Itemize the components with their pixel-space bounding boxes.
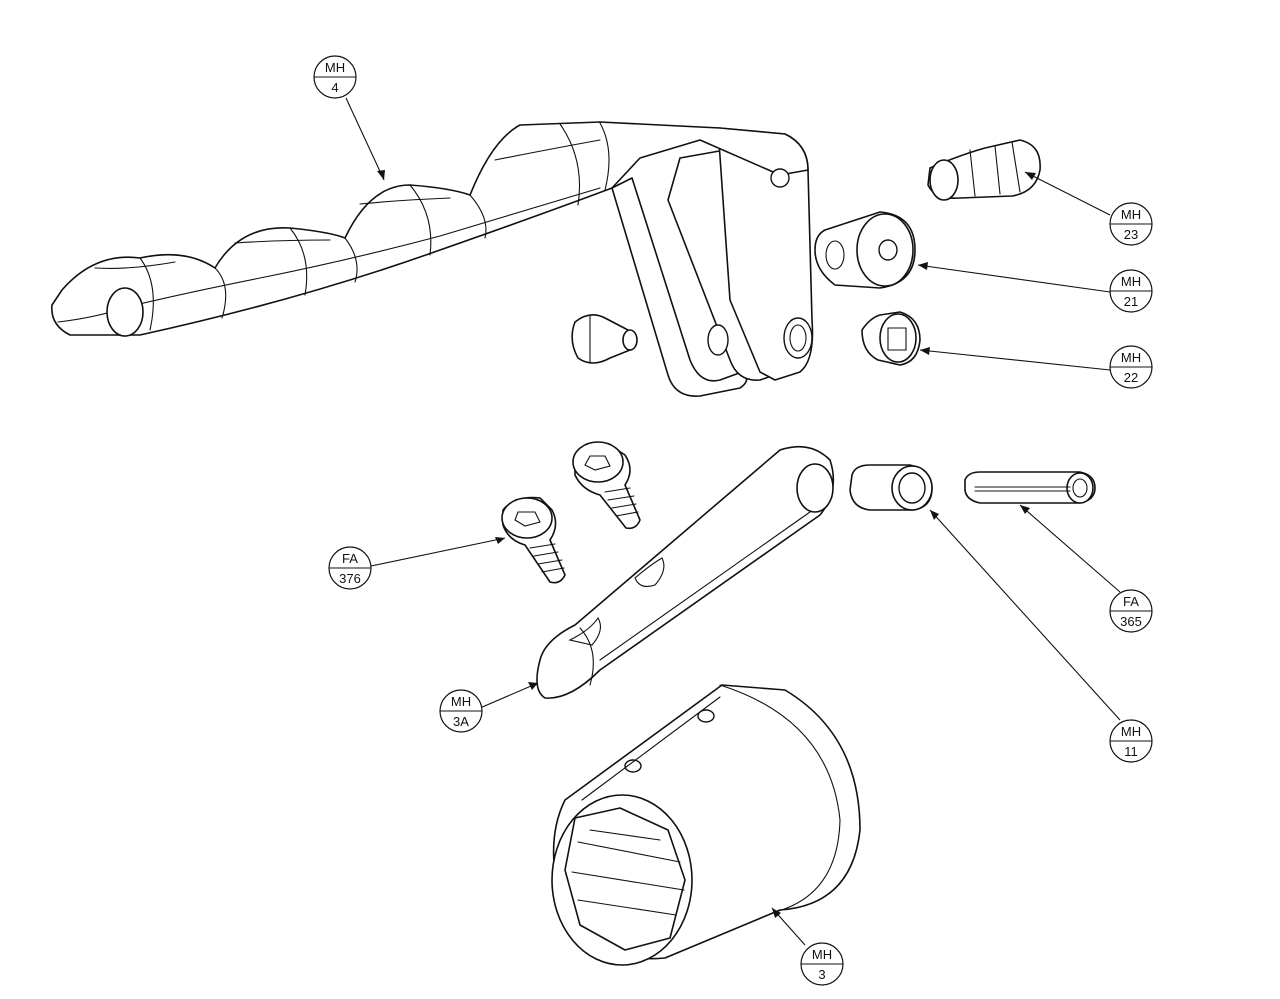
callout-mh-4: MH 4 xyxy=(313,55,357,99)
quick-release-pin xyxy=(927,139,1041,201)
callout-prefix: MH xyxy=(812,947,832,962)
callout-prefix: FA xyxy=(342,551,358,566)
callout-prefix: FA xyxy=(1123,594,1139,609)
callout-prefix: MH xyxy=(1121,350,1141,365)
shoulder-bolt-right xyxy=(861,311,921,366)
callout-mh-11: MH 11 xyxy=(1109,719,1153,763)
callout-prefix: MH xyxy=(1121,274,1141,289)
cam-shaft xyxy=(536,445,835,699)
callout-prefix: MH xyxy=(451,694,471,709)
callout-mh-3a: MH 3A xyxy=(439,689,483,733)
shoulder-bolt-left xyxy=(571,314,638,364)
callout-mh-21: MH 21 xyxy=(1109,269,1153,313)
callout-mh-3: MH 3 xyxy=(800,942,844,986)
callout-number: 3 xyxy=(818,967,825,982)
callout-fa-365: FA 365 xyxy=(1109,589,1153,633)
leader-lines xyxy=(345,97,1121,946)
callout-prefix: MH xyxy=(1121,207,1141,222)
handle-lever xyxy=(51,121,814,397)
callout-number: 23 xyxy=(1124,227,1138,242)
callout-prefix: MH xyxy=(1121,724,1141,739)
cap-screw-lower xyxy=(501,496,566,584)
callout-mh-23: MH 23 xyxy=(1109,202,1153,246)
callout-fa-376: FA 376 xyxy=(328,546,372,590)
callout-number: 365 xyxy=(1120,614,1142,629)
bushing-tube xyxy=(849,464,933,511)
callout-prefix: MH xyxy=(325,60,345,75)
cap-screw-upper xyxy=(572,441,641,530)
roll-pin xyxy=(964,471,1096,504)
callout-number: 3A xyxy=(453,714,469,729)
callout-mh-22: MH 22 xyxy=(1109,345,1153,389)
callout-number: 376 xyxy=(339,571,361,586)
callout-number: 11 xyxy=(1124,744,1138,759)
hex-socket-collar xyxy=(551,684,861,966)
callout-number: 22 xyxy=(1124,370,1138,385)
callout-number: 21 xyxy=(1124,294,1138,309)
spacer-bushing xyxy=(814,211,916,289)
callout-number: 4 xyxy=(331,80,338,95)
